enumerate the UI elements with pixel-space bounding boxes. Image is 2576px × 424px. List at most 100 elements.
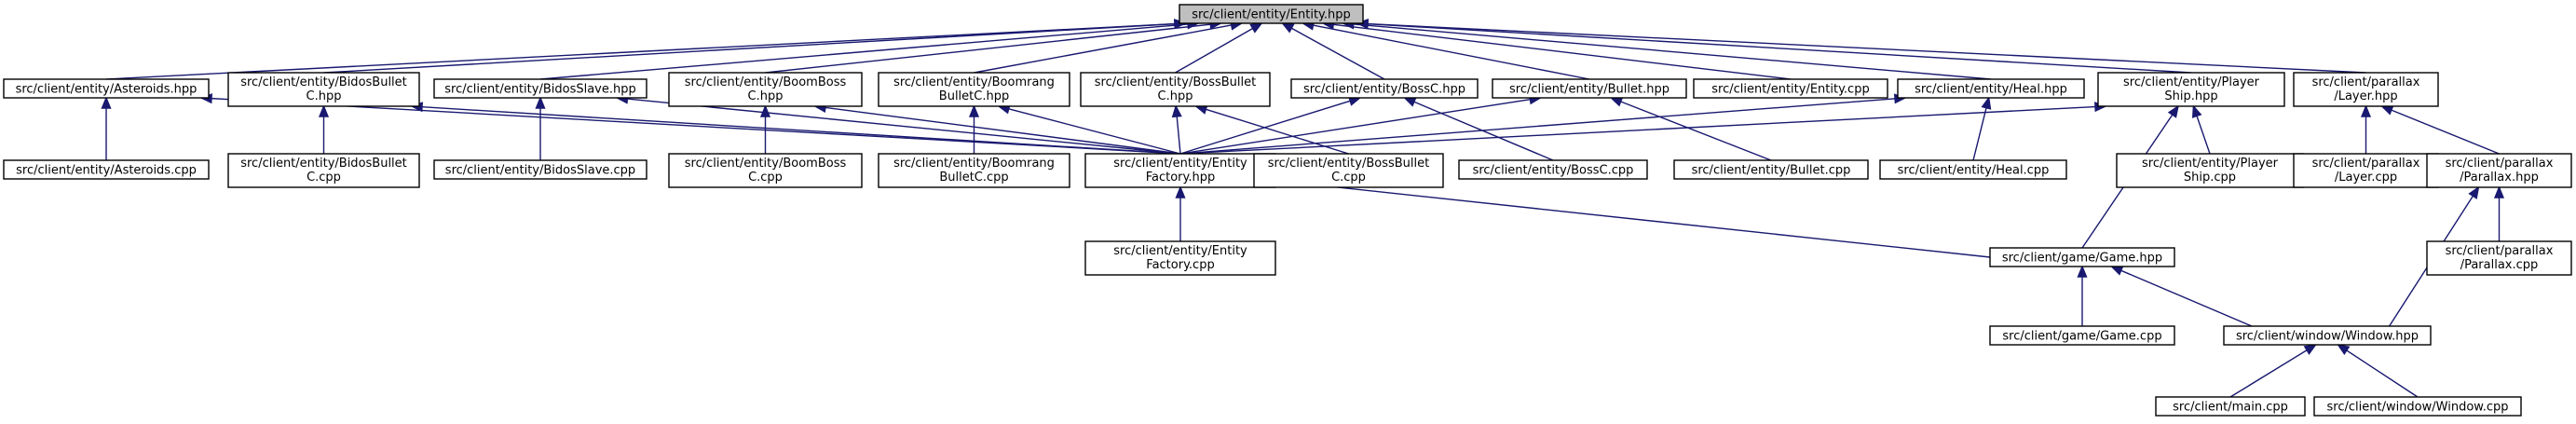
node-box (2223, 325, 2432, 346)
node-box (668, 72, 863, 107)
node-box (1492, 78, 1687, 99)
arrowhead-entityfactory_cpp-to-entityfactory_hpp (1175, 185, 1186, 198)
node-label: src/client/main.cpp (2173, 401, 2288, 415)
edge-window_cpp-to-window_hpp (2346, 349, 2419, 398)
node-label: src/client/game/Game.cpp (2002, 330, 2161, 344)
arrowhead-game_hpp-to-playership_hpp (2167, 104, 2179, 118)
arrowhead-window_cpp-to-window_hpp (2337, 343, 2351, 356)
edge-entityfactory_hpp-to-bidosslave_hpp (627, 98, 1181, 155)
node-bossc-hpp[interactable]: src/client/entity/BossC.hpp (1290, 78, 1479, 99)
node-box (1989, 247, 2175, 267)
node-parallax-cpp[interactable]: src/client/parallax/Parallax.cpp (2426, 240, 2572, 276)
node-label: src/client/entity/BossBullet (1268, 157, 1429, 171)
node-label: src/client/window/Window.hpp (2236, 330, 2419, 344)
node-label: src/client/entity/Asteroids.cpp (16, 164, 197, 178)
node-label: src/client/entity/Bullet.hpp (1509, 83, 1670, 97)
node-label: src/client/entity/BossBullet (1095, 75, 1256, 89)
node-box (1179, 4, 1364, 24)
node-label: Ship.cpp (2184, 171, 2236, 185)
node-label: C.cpp (748, 171, 783, 185)
node-heal-cpp[interactable]: src/client/entity/Heal.cpp (1879, 159, 2067, 180)
nodes-layer: src/client/entity/Entity.hpp src/client/e… (3, 4, 2572, 417)
edge-window_hpp-to-game_hpp (2120, 269, 2253, 327)
node-label: src/client/game/Game.hpp (2002, 252, 2162, 266)
node-label: src/client/entity/Entity.hpp (1192, 8, 1351, 22)
arrowhead-heal_cpp-to-heal_hpp (1981, 96, 1992, 110)
node-label: src/client/entity/Player (2142, 157, 2279, 171)
node-box (227, 153, 420, 188)
node-heal-hpp[interactable]: src/client/entity/Heal.hpp (1897, 78, 2085, 99)
arrowhead-bullet_cpp-to-bullet_hpp (1609, 97, 1624, 107)
arrowhead-boomboss_cpp-to-boomboss_hpp (759, 104, 771, 117)
node-bidosslave-hpp[interactable]: src/client/entity/BidosSlave.hpp (433, 78, 647, 99)
edge-playership_hpp-to-entity_hpp (1367, 22, 2192, 74)
edge-entityfactory_hpp-to-bidosbullet_hpp (421, 105, 1181, 155)
node-label: src/client/entity/Heal.cpp (1898, 164, 2050, 178)
node-label: C.cpp (1331, 171, 1366, 185)
node-entity-cpp[interactable]: src/client/entity/Entity.cpp (1693, 78, 1888, 99)
arrowhead-playership_cpp-to-playership_hpp (2191, 104, 2202, 118)
node-box (2426, 153, 2572, 188)
edge-bossc_hpp-to-entity_hpp (1290, 27, 1385, 80)
node-label: src/client/parallax (2446, 244, 2554, 258)
node-box (227, 72, 420, 107)
edge-entityfactory_hpp-to-bullet_hpp (1179, 98, 1531, 155)
node-label: src/client/entity/Entity (1113, 244, 1247, 258)
node-layer-hpp[interactable]: src/client/parallax/Layer.hpp (2293, 72, 2439, 107)
node-bullet-cpp[interactable]: src/client/entity/Bullet.cpp (1673, 159, 1869, 180)
node-label: src/client/entity/Boomrang (893, 157, 1055, 171)
arrowhead-bossbullet_hpp-to-entity_hpp (1249, 22, 1263, 34)
node-layer-cpp[interactable]: src/client/parallax/Layer.cpp (2293, 153, 2439, 188)
node-window-hpp[interactable]: src/client/window/Window.hpp (2223, 325, 2432, 346)
node-box (1084, 240, 1276, 276)
node-box (2155, 396, 2306, 417)
node-label: src/client/entity/BidosBullet (240, 75, 407, 89)
arrowhead-main_cpp-to-window_hpp (2303, 344, 2318, 355)
node-label: src/client/entity/BidosSlave.hpp (444, 83, 635, 97)
node-bidosslave-cpp[interactable]: src/client/entity/BidosSlave.cpp (433, 159, 647, 180)
node-entity-hpp[interactable]: src/client/entity/Entity.hpp (1179, 4, 1364, 24)
edge-entity_cpp-to-entity_hpp (1333, 23, 1792, 80)
node-label: src/client/parallax (2446, 157, 2554, 171)
arrowhead-entityfactory_hpp-to-bossbullet_hpp (1171, 104, 1182, 118)
node-asteroids-hpp[interactable]: src/client/entity/Asteroids.hpp (3, 78, 210, 99)
node-game-cpp[interactable]: src/client/game/Game.cpp (1989, 325, 2175, 346)
node-asteroids-cpp[interactable]: src/client/entity/Asteroids.cpp (3, 159, 210, 180)
node-main-cpp[interactable]: src/client/main.cpp (2155, 396, 2306, 417)
node-box (1673, 159, 1869, 180)
node-label: Factory.hpp (1146, 171, 1216, 185)
node-label: src/client/entity/Bullet.cpp (1692, 164, 1851, 178)
node-box (1458, 159, 1648, 180)
node-bossc-cpp[interactable]: src/client/entity/BossC.cpp (1458, 159, 1648, 180)
arrowhead-parallax_cpp-to-parallax_hpp (2493, 185, 2505, 198)
node-box (2097, 72, 2285, 107)
node-bullet-hpp[interactable]: src/client/entity/Bullet.hpp (1492, 78, 1687, 99)
node-game-hpp[interactable]: src/client/game/Game.hpp (1989, 247, 2175, 267)
edge-asteroids_hpp-to-entity_hpp (105, 22, 1176, 80)
node-label: /Parallax.hpp (2460, 171, 2539, 185)
edge-bullet_cpp-to-bullet_hpp (1620, 101, 1772, 161)
node-label: src/client/entity/BossC.hpp (1303, 83, 1465, 97)
edge-entityfactory_hpp-to-bossc_hpp (1179, 100, 1351, 155)
node-window-cpp[interactable]: src/client/window/Window.cpp (2313, 396, 2522, 417)
node-parallax-hpp[interactable]: src/client/parallax/Parallax.hpp (2426, 153, 2572, 188)
edge-bullet_hpp-to-entity_hpp (1313, 24, 1590, 80)
node-label: /Layer.hpp (2334, 89, 2397, 103)
node-box (1253, 153, 1444, 188)
arrowhead-parallax_hpp-to-layer_hpp (2379, 105, 2394, 116)
node-label: /Layer.cpp (2335, 171, 2397, 185)
node-box (878, 72, 1070, 107)
